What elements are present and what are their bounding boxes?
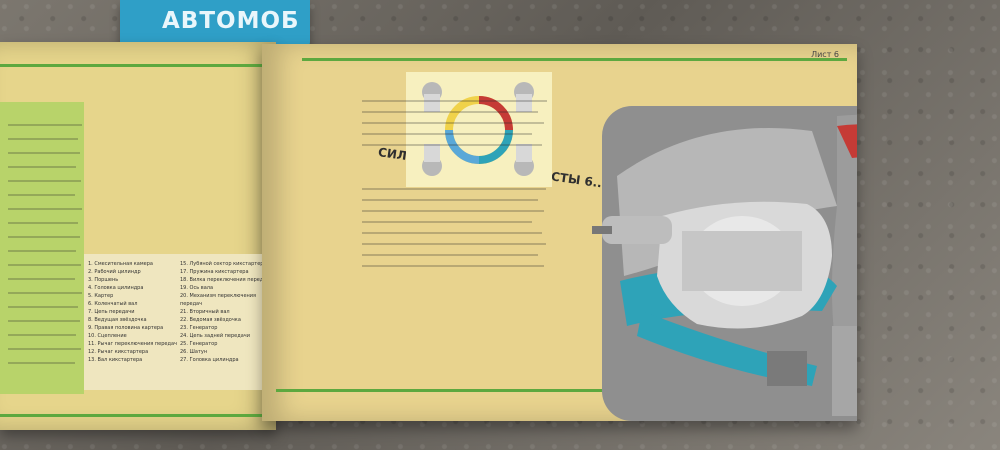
legend-item-22: 22. Ведомая звёздочка (180, 317, 241, 323)
sheet-label: Лист 6 (811, 50, 839, 59)
legend-item-27: 27. Головка цилиндра (180, 357, 239, 363)
legend-item-3: 3. Поршень (88, 277, 119, 283)
legend-item-23: 23. Генератор (180, 325, 218, 331)
legend-item-12: 12. Рычаг кикстартера (88, 349, 149, 355)
legend-item-11: 11. Рычаг переключения передач (88, 341, 177, 347)
left-page: 1. Смесительная камера 2. Рабочий цилинд… (0, 42, 276, 430)
inset-svg (406, 72, 552, 187)
engine-cutaway (592, 106, 857, 421)
legend-item-8: 8. Ведущая звёздочка (88, 317, 147, 323)
legend-item-2: 2. Рабочий цилиндр (88, 269, 141, 275)
legend-item-25: 25. Генератор (180, 341, 218, 347)
legend-item-4: 4. Головка цилиндра (88, 285, 144, 291)
legend-item-17: 17. Пружина кикстартера (180, 269, 249, 275)
legend-item-13: 13. Вал кикстартера (88, 357, 143, 363)
legend-item-24: 24. Цепь задней передачи (180, 333, 250, 339)
legend-item-10: 10. Сцепление (88, 333, 127, 339)
legend-item-18: 18. Вилка переключения передач (180, 277, 270, 283)
left-bottom-rule (0, 414, 276, 417)
legend-item-7: 7. Цепь передачи (88, 309, 135, 315)
right-text-block (362, 100, 552, 290)
legend-item-15: 15. Лубяной сектор кикстартера (180, 261, 267, 267)
green-sidebar (0, 102, 84, 394)
legend-item-20: 20. Механизм переключения передач (180, 293, 257, 307)
right-bottom-rule (276, 389, 847, 392)
legend-item-1: 1. Смесительная камера (88, 261, 153, 267)
legend-item-6: 6. Коленчатый вал (88, 301, 138, 307)
inset-diagram (406, 72, 552, 187)
legend-item-19: 19. Ось вала (180, 285, 214, 291)
legend-item-9: 9. Правая половина картера (88, 325, 164, 331)
left-top-rule (0, 64, 276, 67)
legend-panel (84, 254, 270, 390)
cover-title: АВТОМОБ (162, 8, 300, 34)
legend-item-5: 5. Картер (88, 293, 114, 299)
legend-item-21: 21. Вторичный вал (180, 309, 230, 315)
right-top-rule (302, 58, 847, 61)
right-page: Лист 6 13 СИЛОВАЯ ПЕРЕДАЧА (ЛИСТЫ 6...8) (262, 44, 857, 421)
book-cover: АВТОМОБ (120, 0, 310, 48)
legend-item-26: 26. Шатун (180, 349, 208, 355)
